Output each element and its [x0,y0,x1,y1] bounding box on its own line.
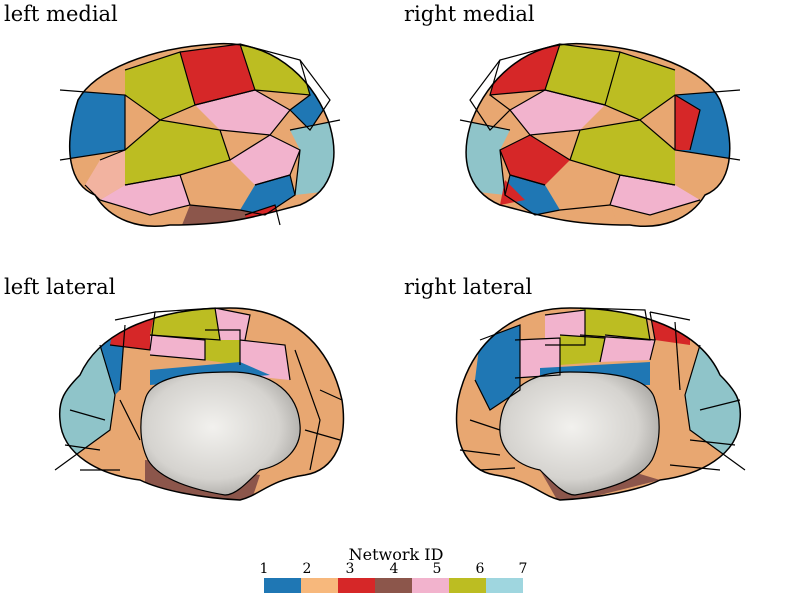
region [466,120,510,195]
region [610,175,700,215]
region-border [149,334,206,361]
colorbar-tick: 3 [345,561,355,577]
panel-title-left-lateral: left lateral [4,275,116,299]
region [240,44,310,95]
region-border [54,344,116,471]
brain-right-lateral [455,307,746,501]
region-border [674,321,681,391]
region-border [109,311,156,351]
region-border [239,174,296,216]
region [505,175,560,215]
colorbar-tick: 6 [475,561,485,577]
region-border [294,349,321,471]
colorbar-swatch-1 [264,578,301,593]
colorbar-swatch-2 [301,578,338,593]
region-border [509,89,606,136]
colorbar-swatch-6 [449,578,486,593]
region-border [459,119,511,196]
colorbar-tick: 4 [389,561,399,577]
region-border [674,89,741,161]
region [125,52,195,120]
brain-outline [465,43,731,227]
region-border [239,43,311,96]
colorbar-swatch-3 [338,578,375,593]
region [240,175,295,215]
panel-title-right-medial: right medial [404,2,535,26]
region [580,308,650,340]
region [100,175,190,215]
brain-outline [58,307,345,501]
region-border [239,339,291,381]
medial-wall [499,371,660,496]
region [290,120,334,195]
region [195,90,290,135]
colorbar-swatch-4 [375,578,412,593]
region-border [504,174,561,216]
region-border [469,59,511,131]
brain-right-medial [459,43,741,227]
region [605,52,675,120]
brain-outline [68,43,335,227]
region [490,44,560,95]
region-border [289,59,331,131]
region-border [579,307,651,341]
region-border [194,89,291,136]
colorbar [264,578,523,593]
region [110,312,155,350]
region-border [669,399,741,471]
region [650,312,690,345]
region-border [559,334,656,363]
region-border [514,337,561,379]
region-border [459,419,516,471]
region [675,95,700,150]
panel-title-left-medial: left medial [4,2,118,26]
region [85,150,125,200]
colorbar-tick: 7 [518,561,528,577]
region-border [84,149,126,201]
colorbar-ticks: 1 2 3 4 5 6 7 [241,561,551,577]
region-border [119,389,343,441]
brain-left-medial [59,43,341,227]
region [570,120,675,185]
region-border [214,307,251,341]
region-border [189,204,281,226]
colorbar-tick: 5 [432,561,442,577]
region-border [149,307,221,341]
colorbar-swatch-7 [486,578,523,593]
region-border [559,204,611,211]
region [545,44,620,105]
region-border [59,89,126,161]
region-border [474,324,521,411]
region-border [119,324,126,391]
region-border [489,43,561,96]
region-border [649,311,691,341]
region [475,325,520,410]
brain-outline [455,307,742,501]
region [150,308,220,340]
region-border [289,119,341,196]
colorbar-title: Network ID [348,545,444,564]
region [600,335,655,362]
medial-wall [140,371,301,496]
panel-title-right-lateral: right lateral [404,275,533,299]
region-border [205,329,241,365]
colorbar-swatch-5 [412,578,449,593]
region [230,135,300,185]
region-border [544,309,586,346]
region [125,120,230,185]
region [180,44,255,105]
colorbar-tick: 2 [302,561,312,577]
brain-left-lateral [54,307,345,501]
colorbar-tick: 1 [259,561,269,577]
region [560,335,605,365]
region [500,180,525,205]
region-border [684,344,746,471]
region [510,90,605,135]
region [500,135,570,185]
region [150,335,205,360]
region-border [674,94,701,151]
region [215,308,250,340]
